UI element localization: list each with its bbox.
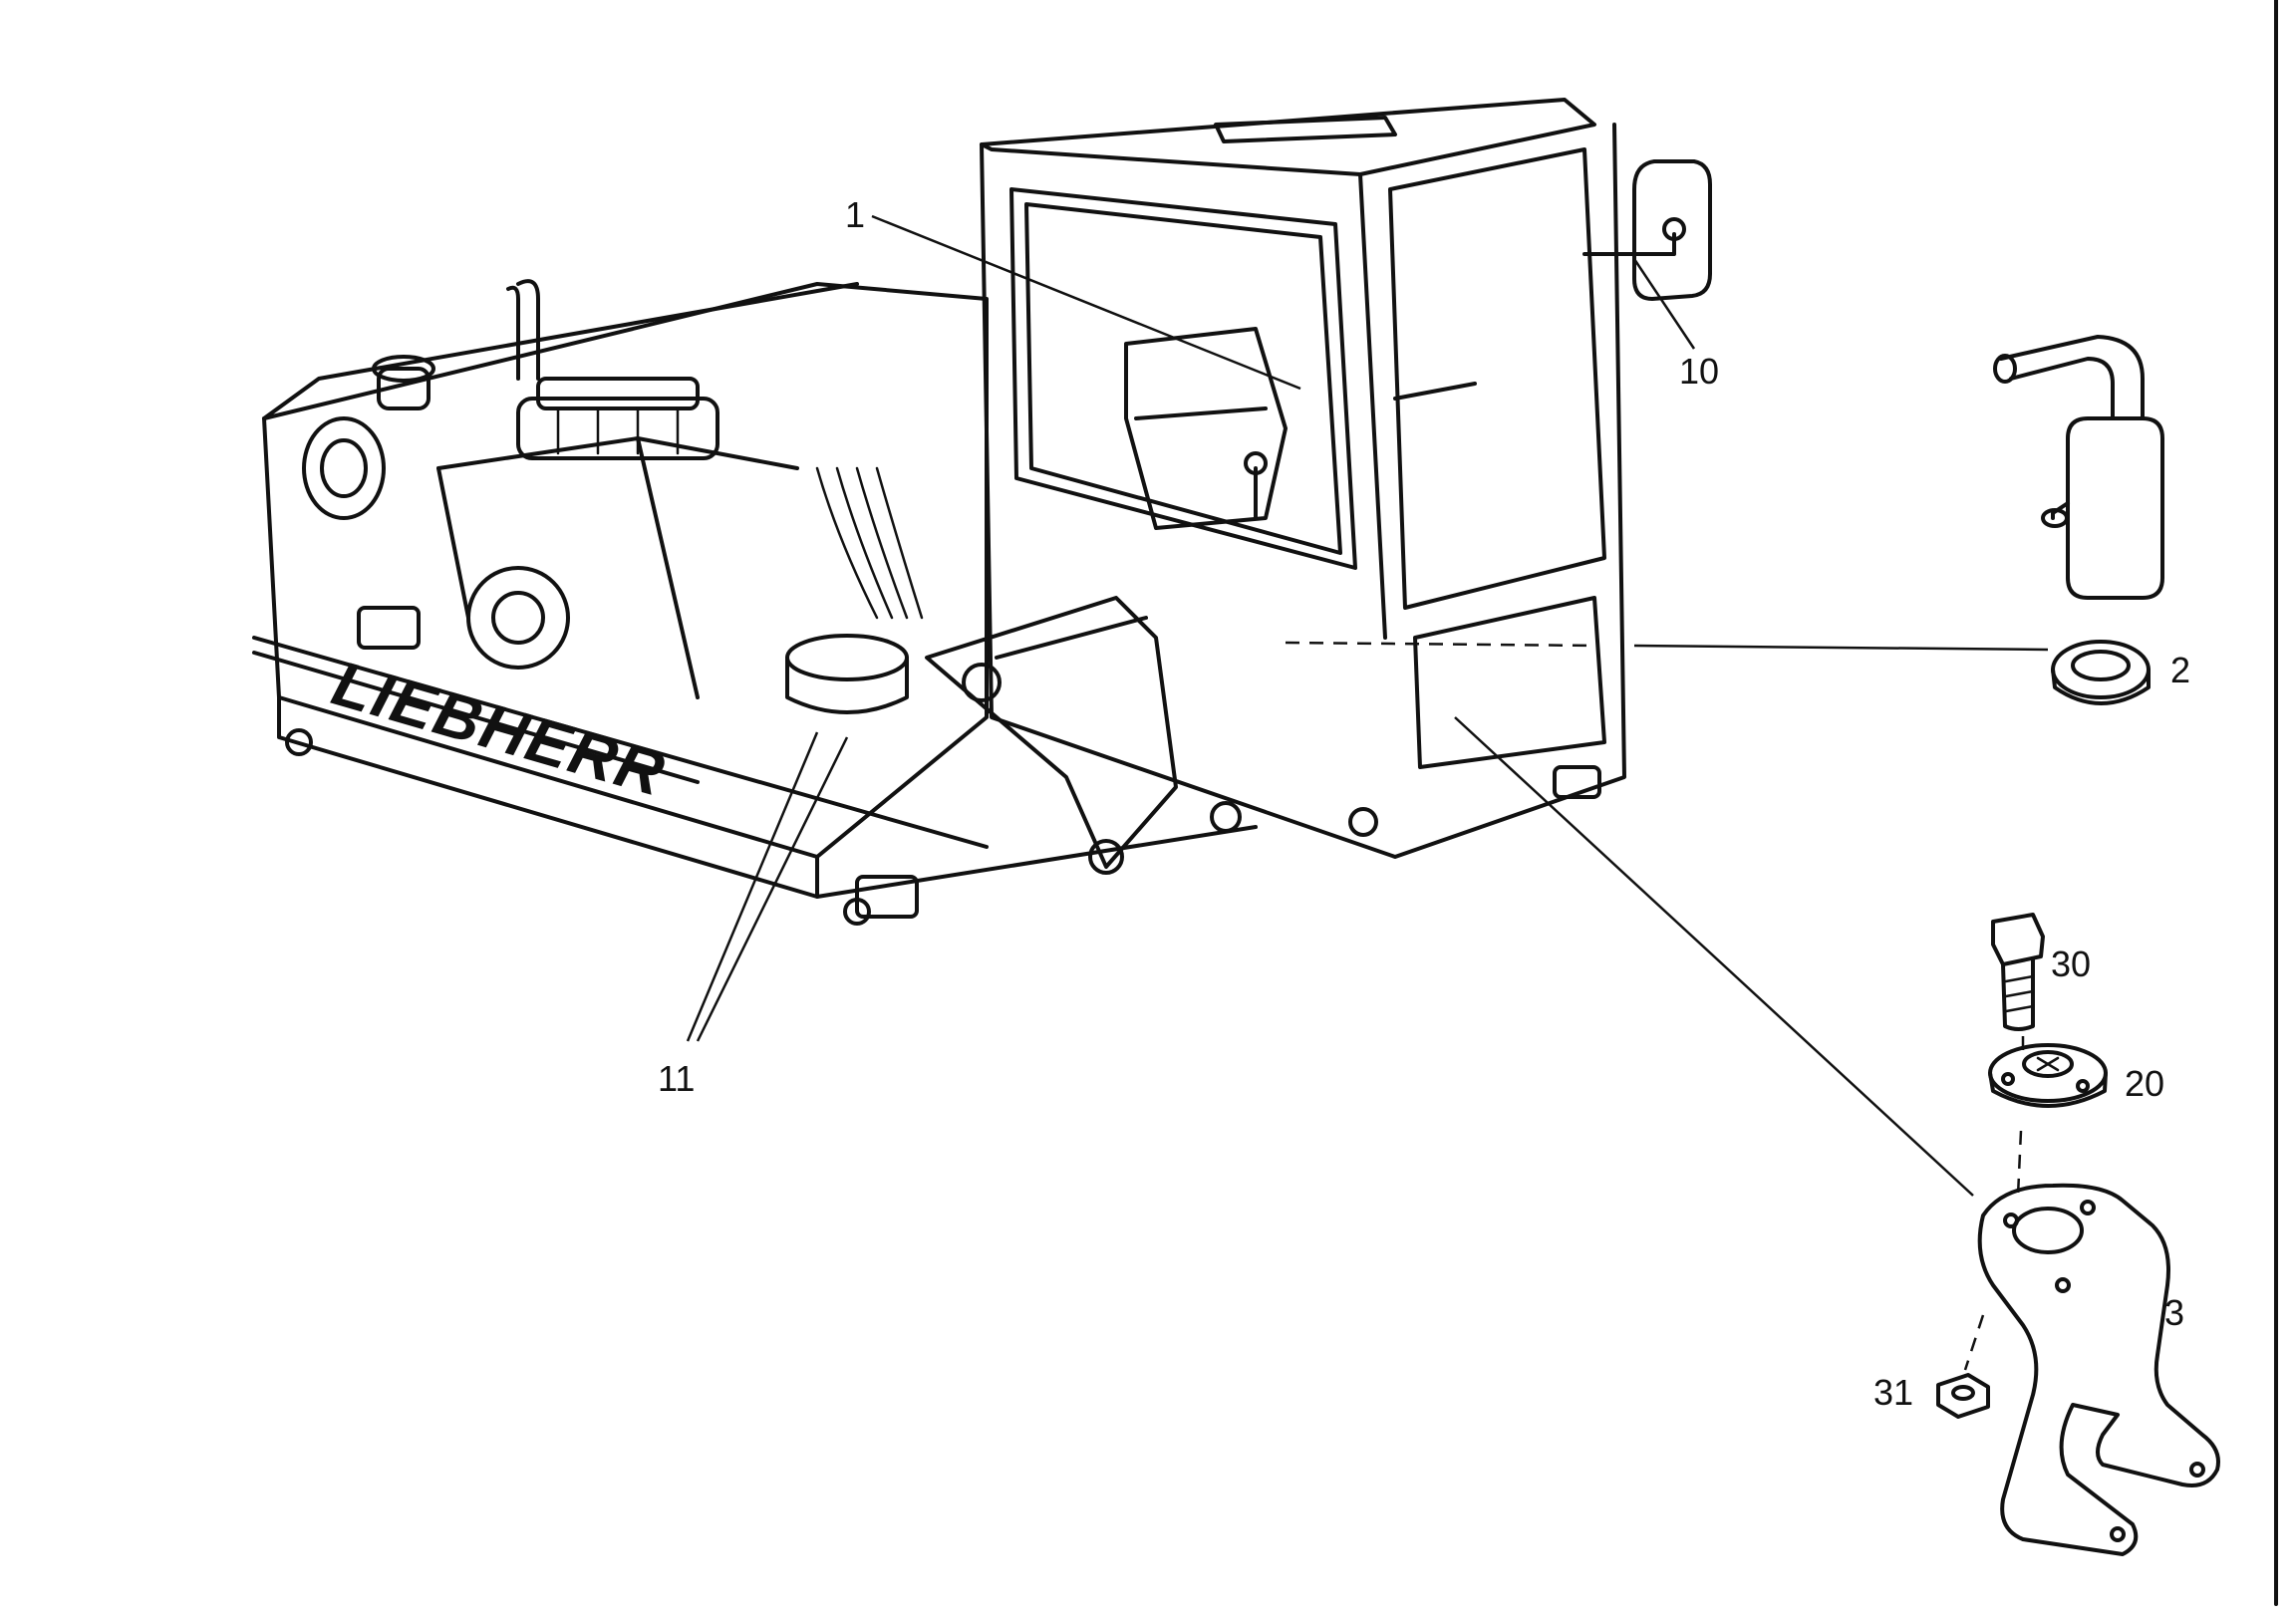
brand-label: LIEBHERR [325,647,674,810]
callout-3: 3 [2164,1292,2184,1333]
excavator-upper-carriage: LIEBHERR [252,279,1258,926]
ring-seal-part [2051,640,2151,705]
nut-part [1936,1373,1990,1419]
operator-cab [980,98,1712,859]
callout-10: 10 [1679,351,1719,392]
callout-2: 2 [2170,650,2190,690]
leader-lines [686,214,2049,1197]
callout-30: 30 [2051,944,2091,984]
exhaust-pipe-part [1993,335,2164,600]
callout-11: 11 [658,1058,695,1099]
bolt-part [1991,913,2045,1031]
bracket-part [1977,1183,2220,1556]
callout-1: 1 [845,194,865,235]
rubber-mount-part [1988,1043,2108,1108]
assembly-axis-line [1963,1036,2025,1371]
callout-20: 20 [2125,1063,2164,1104]
callout-31: 31 [1873,1372,1913,1413]
